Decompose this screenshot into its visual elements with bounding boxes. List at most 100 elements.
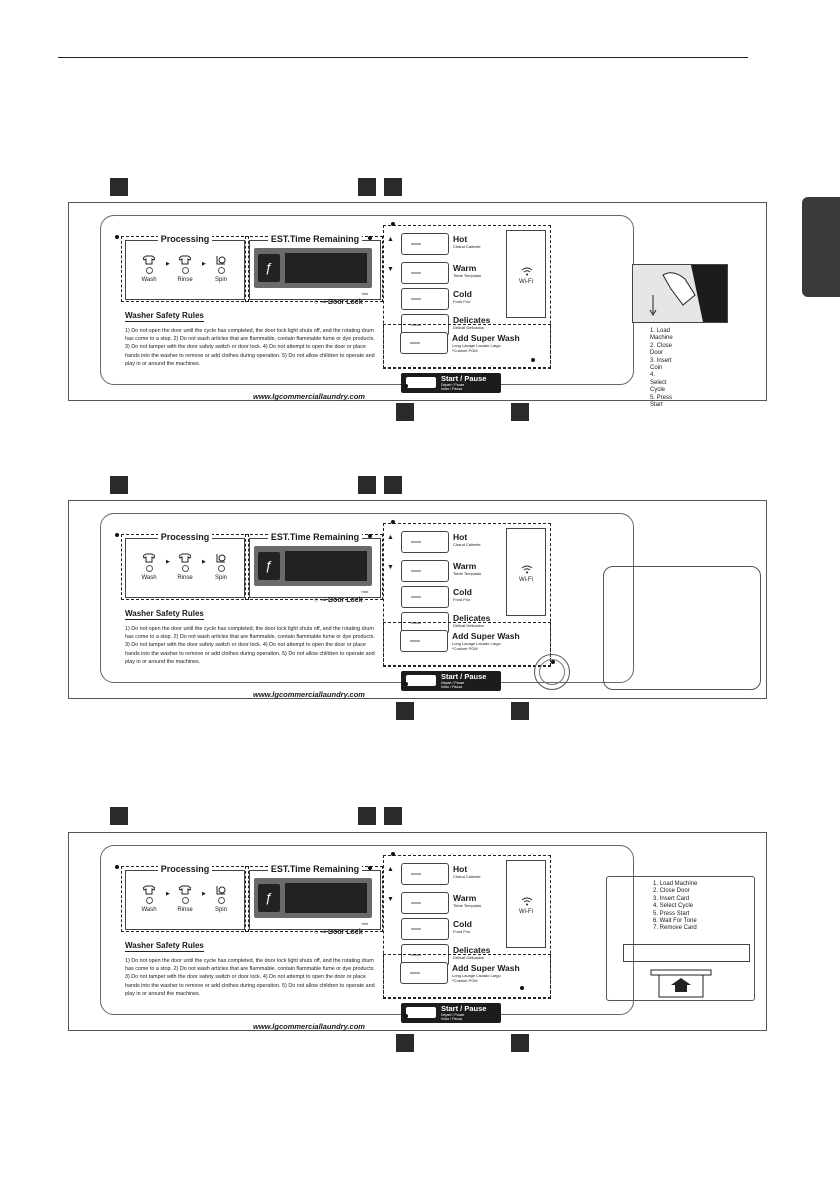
callout-marker bbox=[110, 807, 128, 825]
website-label: www.lgcommerciallaundry.com bbox=[253, 392, 365, 401]
callout-dot bbox=[115, 865, 119, 869]
shirt-icon bbox=[143, 255, 155, 265]
step-spin: Spin bbox=[206, 885, 236, 913]
faucet-icon: ƒ bbox=[258, 552, 280, 580]
lcd-display: ƒ bbox=[254, 546, 372, 586]
processing-box: Processing Wash ▶ Rinse ▶ Spin bbox=[125, 864, 245, 930]
safety-text: 1) Do not open the door until the cycle … bbox=[125, 328, 375, 367]
wifi-box: Wi-Fi bbox=[506, 528, 546, 616]
callout-dot bbox=[551, 660, 555, 664]
callout-marker bbox=[110, 476, 128, 494]
callout-marker bbox=[396, 702, 414, 720]
up-arrow-icon[interactable]: ▲ bbox=[387, 236, 394, 243]
safety-title: Washer Safety Rules bbox=[125, 941, 204, 952]
spin-icon bbox=[216, 256, 226, 265]
wifi-label: Wi-Fi bbox=[519, 279, 533, 285]
up-arrow-icon[interactable]: ▲ bbox=[387, 534, 394, 541]
step-rinse: Rinse bbox=[170, 255, 200, 283]
header-rule bbox=[58, 57, 748, 58]
door-lock-label: ○ ⊸ Door Lock bbox=[314, 929, 363, 936]
processing-title: Processing bbox=[157, 234, 213, 244]
callout-dot bbox=[391, 520, 395, 524]
down-arrow-icon[interactable]: ▼ bbox=[387, 564, 394, 571]
callout-dot bbox=[520, 986, 524, 990]
callout-marker bbox=[511, 702, 529, 720]
est-box: EST.Time Remaining ƒ min bbox=[249, 532, 381, 598]
section-tab bbox=[802, 197, 840, 297]
selector-knob[interactable] bbox=[534, 654, 570, 690]
step-spin: Spin bbox=[206, 255, 236, 283]
safety-text: 1) Do not open the door until the cycle … bbox=[125, 958, 375, 997]
step-spin: Spin bbox=[206, 553, 236, 581]
safety-title: Washer Safety Rules bbox=[125, 609, 204, 620]
est-title: EST.Time Remaining bbox=[267, 234, 363, 244]
callout-marker bbox=[396, 403, 414, 421]
wifi-box: Wi-Fi bbox=[506, 860, 546, 948]
processing-box: Processing Wash ▶ Rinse ▶ Spin bbox=[125, 234, 245, 300]
callout-dot bbox=[404, 384, 408, 388]
est-box: EST.Time Remaining ƒ min bbox=[249, 864, 381, 930]
card-slot-icon bbox=[650, 969, 712, 998]
callout-marker bbox=[110, 178, 128, 196]
callout-dot bbox=[404, 682, 408, 686]
wifi-box: Wi-Fi bbox=[506, 230, 546, 318]
step-rinse: Rinse bbox=[170, 885, 200, 913]
safety-title: Washer Safety Rules bbox=[125, 311, 204, 322]
shirt-icon bbox=[179, 255, 191, 265]
callout-marker bbox=[511, 403, 529, 421]
website-label: www.lgcommerciallaundry.com bbox=[253, 690, 365, 699]
callout-dot bbox=[368, 236, 372, 240]
callout-marker bbox=[384, 807, 402, 825]
door-lock-label: ○ ⊸ Door Lock bbox=[314, 299, 363, 306]
step-wash: Wash bbox=[134, 553, 164, 581]
lcd-display: ƒ bbox=[254, 878, 372, 918]
superwash-dashed bbox=[383, 622, 551, 666]
down-arrow-icon[interactable]: ▼ bbox=[387, 896, 394, 903]
processing-box: Processing Wash ▶ Rinse ▶ Spin bbox=[125, 532, 245, 598]
wifi-icon bbox=[521, 267, 533, 276]
callout-marker bbox=[358, 807, 376, 825]
card-display bbox=[623, 944, 750, 962]
callout-dot bbox=[115, 533, 119, 537]
control-panel-card: Processing Wash ▶ Rinse ▶ Spin EST.Time … bbox=[68, 832, 767, 1031]
step-rinse: Rinse bbox=[170, 553, 200, 581]
callout-dot bbox=[391, 222, 395, 226]
min-label: min bbox=[361, 291, 368, 296]
faucet-icon: ƒ bbox=[258, 254, 280, 282]
callout-marker bbox=[384, 476, 402, 494]
control-panel-blank: Processing Wash ▶ Rinse ▶ Spin EST.Time … bbox=[68, 500, 767, 699]
lcd-screen bbox=[285, 253, 367, 283]
coin-slot-illustration bbox=[632, 264, 728, 323]
wifi-icon bbox=[521, 565, 533, 574]
door-lock-label: ○ ⊸ Door Lock bbox=[314, 597, 363, 604]
callout-marker bbox=[511, 1034, 529, 1052]
callout-dot bbox=[115, 235, 119, 239]
superwash-dashed bbox=[383, 324, 551, 368]
safety-text: 1) Do not open the door until the cycle … bbox=[125, 626, 375, 665]
down-arrow-icon[interactable]: ▼ bbox=[387, 266, 394, 273]
website-label: www.lgcommerciallaundry.com bbox=[253, 1022, 365, 1031]
up-arrow-icon[interactable]: ▲ bbox=[387, 866, 394, 873]
callout-dot bbox=[391, 852, 395, 856]
step-wash: Wash bbox=[134, 255, 164, 283]
